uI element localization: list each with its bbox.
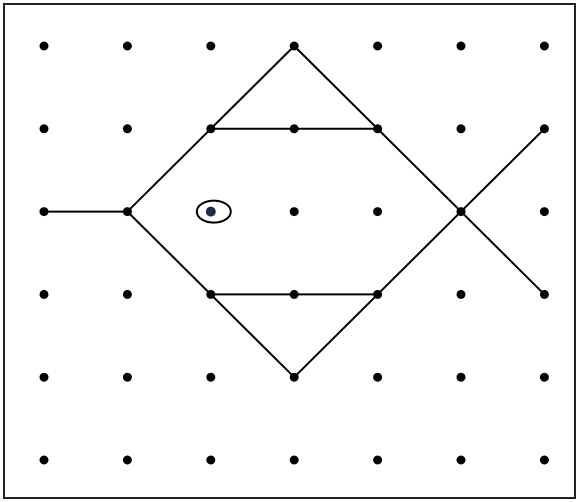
grid-dot	[290, 124, 299, 133]
dot-grid	[40, 42, 549, 465]
grid-dot	[123, 373, 132, 382]
grid-dot	[40, 373, 49, 382]
grid-dot	[206, 373, 215, 382]
grid-dot	[290, 373, 299, 382]
grid-dot	[123, 124, 132, 133]
outline-segment-8	[127, 212, 210, 295]
grid-dot	[457, 290, 466, 299]
grid-dot	[373, 124, 382, 133]
grid-dot	[206, 456, 215, 465]
grid-dot	[540, 290, 549, 299]
grid-dot	[540, 373, 549, 382]
outline-segment-10	[294, 294, 377, 377]
grid-dot	[123, 42, 132, 51]
grid-dot	[373, 290, 382, 299]
grid-dot	[373, 373, 382, 382]
grid-dot	[290, 42, 299, 51]
grid-dot	[206, 290, 215, 299]
eye-pupil	[206, 207, 216, 217]
outline-segment-15	[461, 212, 544, 295]
grid-dot	[206, 42, 215, 51]
outline-segment-2	[127, 129, 210, 212]
outline-segment-13	[378, 212, 461, 295]
grid-dot	[540, 207, 549, 216]
grid-dot	[290, 456, 299, 465]
grid-dot	[457, 42, 466, 51]
grid-dot	[123, 207, 132, 216]
grid-dot	[123, 290, 132, 299]
fish-eye	[197, 201, 231, 223]
grid-dot	[206, 124, 215, 133]
grid-dot	[40, 207, 49, 216]
grid-dot	[373, 456, 382, 465]
outline-segment-14	[461, 129, 544, 212]
outline-segment-7	[378, 129, 461, 212]
grid-dot	[40, 124, 49, 133]
grid-dot	[123, 456, 132, 465]
outline-segment-3	[211, 46, 294, 129]
grid-dot	[290, 290, 299, 299]
grid-dot	[373, 207, 382, 216]
grid-dot	[457, 456, 466, 465]
grid-dot	[373, 42, 382, 51]
grid-dot	[40, 456, 49, 465]
grid-dot	[540, 456, 549, 465]
grid-dot	[457, 207, 466, 216]
outline-segment-4	[294, 46, 377, 129]
outline-segment-9	[211, 294, 294, 377]
grid-dot	[457, 124, 466, 133]
grid-dot	[457, 373, 466, 382]
grid-dot	[290, 207, 299, 216]
grid-dot	[540, 42, 549, 51]
grid-dot	[40, 290, 49, 299]
grid-dot	[540, 124, 549, 133]
grid-dot	[40, 42, 49, 51]
